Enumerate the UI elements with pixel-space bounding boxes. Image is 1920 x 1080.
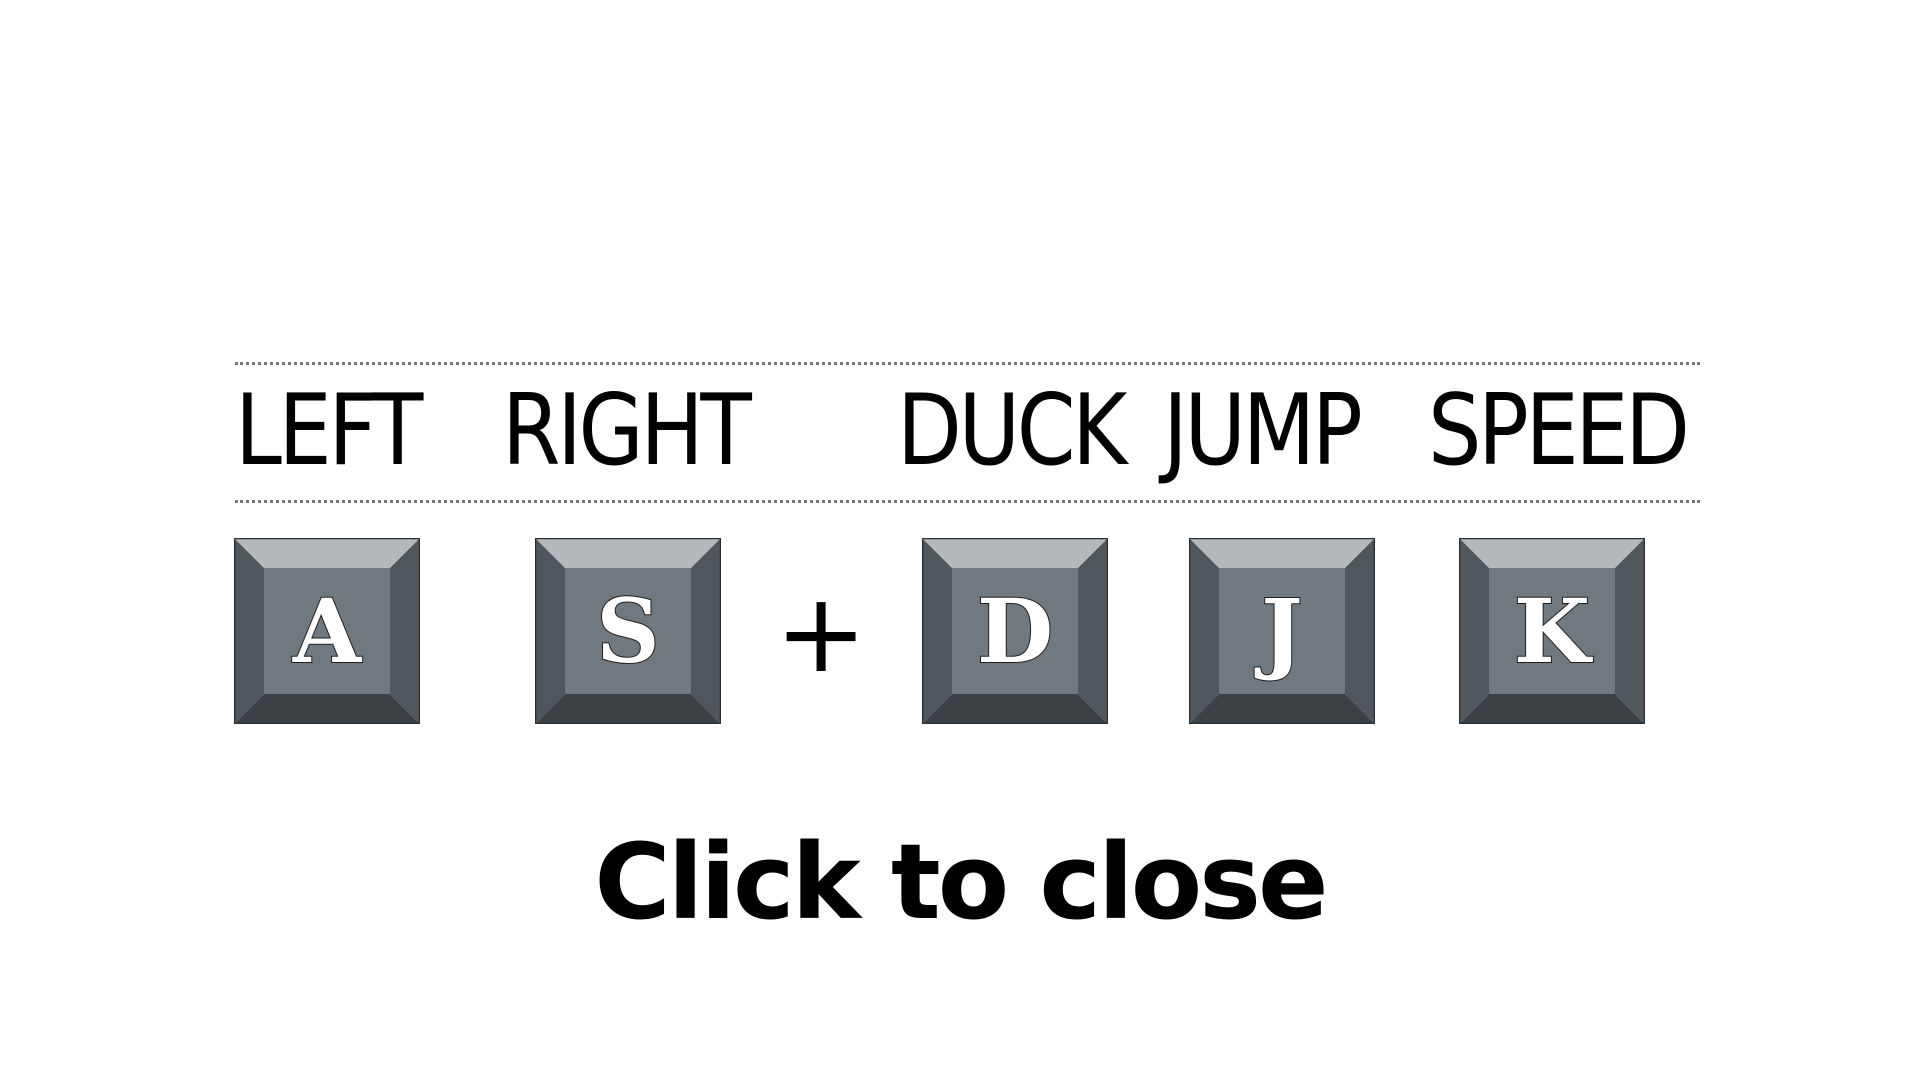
label-duck: DUCK xyxy=(897,374,1127,488)
key-letter: K xyxy=(1513,578,1591,684)
key-letter: J xyxy=(1260,578,1304,684)
key-d: D xyxy=(922,538,1108,724)
key-cap-graphic xyxy=(535,538,721,724)
key-letter: A xyxy=(292,578,362,684)
key-j: J xyxy=(1189,538,1375,724)
label-left: LEFT xyxy=(235,374,423,488)
key-cap-graphic xyxy=(1189,538,1375,724)
label-right: RIGHT xyxy=(502,374,752,488)
bottom-divider xyxy=(235,500,1700,503)
key-letter: S xyxy=(595,578,661,684)
key-cap-graphic xyxy=(922,538,1108,724)
label-jump: JUMP xyxy=(1163,374,1363,488)
key-letter: D xyxy=(976,578,1054,684)
key-s: S xyxy=(535,538,721,724)
key-cap-graphic xyxy=(234,538,420,724)
close-button[interactable]: Click to close xyxy=(594,821,1328,943)
top-divider xyxy=(235,362,1700,365)
combo-plus-sign: + xyxy=(775,569,868,697)
key-a: A xyxy=(234,538,420,724)
key-k: K xyxy=(1459,538,1645,724)
label-speed: SPEED xyxy=(1428,374,1690,488)
key-cap-graphic xyxy=(1459,538,1645,724)
